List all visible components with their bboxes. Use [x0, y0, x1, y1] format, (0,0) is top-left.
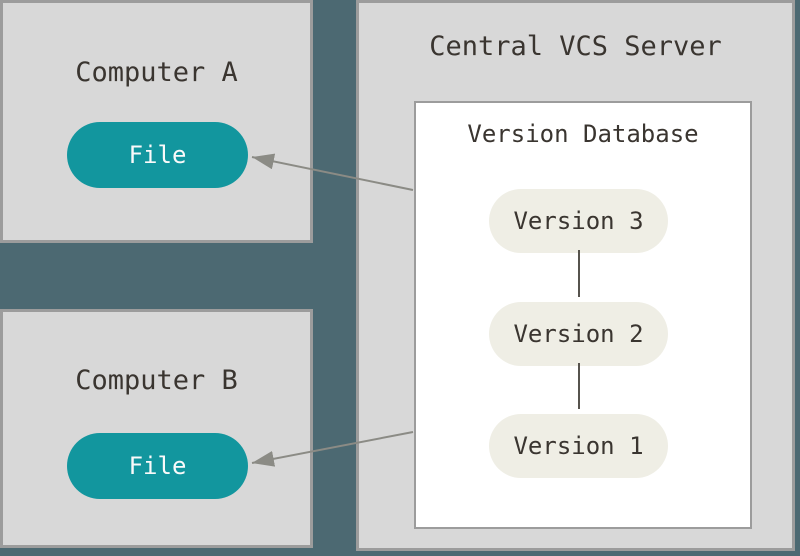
computer-b-label: Computer B	[75, 365, 238, 396]
computer-b-file-node: File	[67, 433, 248, 499]
central-vcs-server-label: Central VCS Server	[429, 31, 722, 62]
version-3-node: Version 3	[489, 189, 668, 253]
computer-a-label: Computer A	[75, 57, 238, 88]
version-2-label: Version 2	[513, 320, 644, 348]
version-1-node: Version 1	[489, 414, 668, 478]
computer-b-file-label: File	[128, 452, 187, 480]
version-1-label: Version 1	[513, 432, 644, 460]
version-database-box: Version Database Version 3 Version 2 Ver…	[414, 101, 752, 529]
version-database-label: Version Database	[467, 120, 699, 148]
version-3-label: Version 3	[513, 207, 644, 235]
version-2-node: Version 2	[489, 302, 668, 366]
computer-a-file-label: File	[128, 141, 187, 169]
computer-b-panel: Computer B File	[0, 309, 313, 548]
central-vcs-server-panel: Central VCS Server Version Database Vers…	[356, 0, 795, 551]
computer-a-panel: Computer A File	[0, 0, 313, 243]
computer-a-file-node: File	[67, 122, 248, 188]
